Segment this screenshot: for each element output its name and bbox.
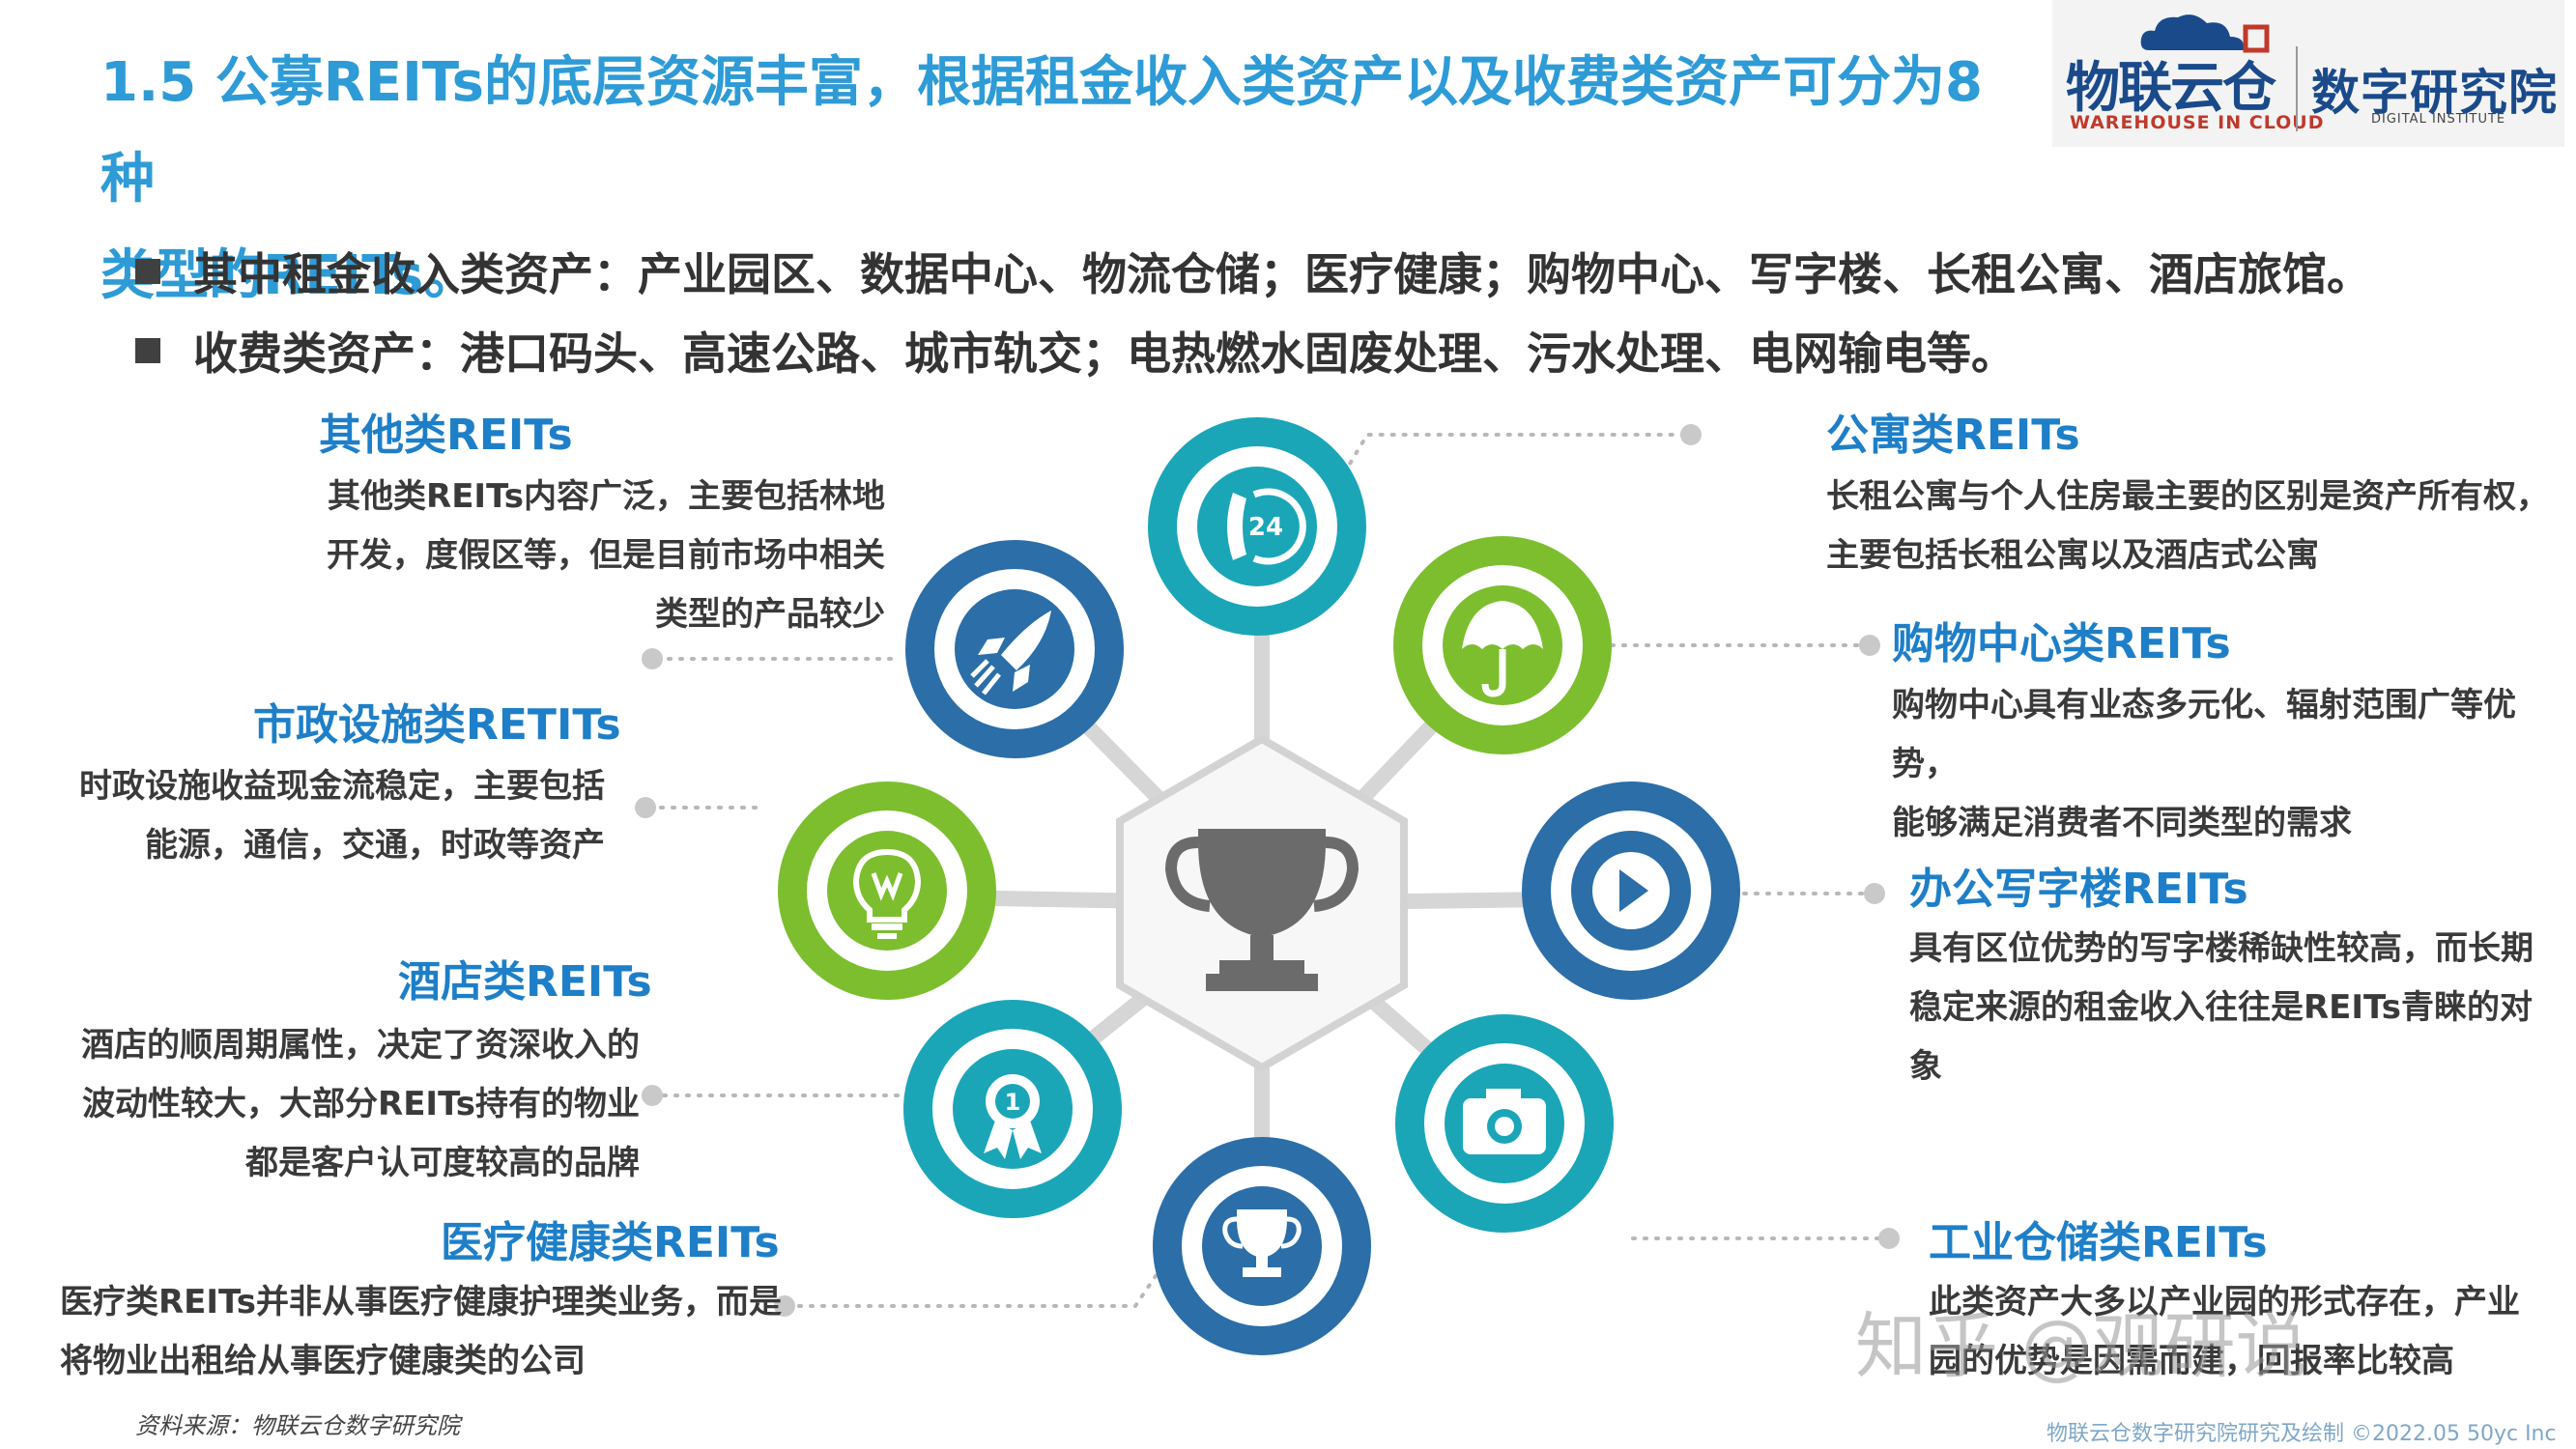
desc-line: 稳定来源的租金收入往往是REITs青睐的对 [1909,988,2533,1027]
lightbulb-icon [852,848,922,939]
desc-line: 波动性较大，大部分REITs持有的物业 [82,1085,640,1123]
desc-line: 长租公寓与个人住房最主要的区别是资产所有权， [1826,477,2549,516]
trophy-cup-icon [1222,1209,1302,1277]
desc-hotel-reits: 酒店的顺周期属性，决定了资深收入的 波动性较大，大部分REITs持有的物业 都是… [58,1016,640,1193]
desc-line: 能源，通信，交通，时政等资产 [145,826,605,865]
cloud-logo-icon [2140,14,2270,53]
node-top: 24 [1148,417,1366,636]
heading-office-reits: 办公写字楼REITs [1909,865,2248,914]
heading-apartment-reits: 公寓类REITs [1826,411,2080,460]
title-line-1: 1.5 公募REITs的底层资源丰富，根据租金收入类资产以及收费类资产可分为8种 [100,51,1983,211]
square-bullet-icon [135,338,160,363]
page-title: 1.5 公募REITs的底层资源丰富，根据租金收入类资产以及收费类资产可分为8种… [100,35,2033,325]
node-bottom-right [1395,1014,1614,1233]
desc-municipal-reits: 时政设施收益现金流稳定，主要包括 能源，通信，交通，时政等资产 [58,757,605,875]
desc-line: 医疗类REITs并非从事医疗健康护理类业务，而是 [60,1283,782,1321]
svg-text:1: 1 [1005,1089,1021,1116]
node-bottom [1153,1137,1371,1355]
logo-institute-en: DIGITAL INSTITUTE [2371,112,2506,127]
bullet-text: 其中租金收入类资产：产业园区、数据中心、物流仓储；医疗健康；购物中心、写字楼、长… [193,248,2371,300]
heading-medical-reits: 医疗健康类REITs [441,1218,780,1267]
square-bullet-icon [135,259,160,284]
desc-line: 将物业出租给从事医疗健康类的公司 [60,1342,586,1380]
node-left [778,781,996,1000]
leader-dots [635,424,1900,1317]
logo-institute: 数字研究院 [2311,65,2558,121]
heading-industrial-reits: 工业仓储类REITs [1929,1218,2268,1267]
desc-line: 时政设施收益现金流稳定，主要包括 [79,767,605,806]
bullet-item: 其中租金收入类资产：产业园区、数据中心、物流仓储；医疗健康；购物中心、写字楼、长… [135,232,2551,311]
desc-line: 都是客户认可度较高的品牌 [245,1144,640,1182]
watermark: 知乎 @观研说 [1855,1305,2307,1388]
bullet-list: 其中租金收入类资产：产业园区、数据中心、物流仓储；医疗健康；购物中心、写字楼、长… [135,232,2551,390]
title-line-2: 类型的REITs。 [100,244,478,307]
desc-office-reits: 具有区位优势的写字楼稀缺性较高，而长期 稳定来源的租金收入往往是REITs青睐的… [1909,920,2557,1096]
desc-line: 主要包括长租公寓以及酒店式公寓 [1826,536,2319,575]
desc-medical-reits: 医疗类REITs并非从事医疗健康护理类业务，而是 将物业出租给从事医疗健康类的公… [60,1273,794,1391]
leader-lines [647,433,1891,1308]
desc-line: 能够满足消费者不同类型的需求 [1892,804,2352,842]
desc-line: 开发，度假区等，但是目前市场中相关 [327,536,885,575]
bullet-text: 收费类资产：港口码头、高速公路、城市轨交；电热燃水固废处理、污水处理、电网输电等… [193,327,2016,380]
bullet-item: 收费类资产：港口码头、高速公路、城市轨交；电热燃水固废处理、污水处理、电网输电等… [135,311,2551,390]
heading-other-reits: 其他类REITs [319,411,573,460]
desc-line: 园的优势是因需而建，回报率比较高 [1929,1342,2454,1380]
logo-brand: 物联云仓 [2066,57,2276,120]
camera-icon [1463,1089,1546,1154]
desc-line: 象 [1909,1047,1942,1086]
desc-line: 购物中心具有业态多元化、辐射范围广等优势， [1892,686,2516,783]
desc-industrial-reits: 此类资产大多以产业园的形式存在，产业 园的优势是因需而建，回报率比较高 [1929,1273,2547,1391]
play-icon [1592,852,1670,929]
desc-apartment-reits: 长租公寓与个人住房最主要的区别是资产所有权， 主要包括长租公寓以及酒店式公寓 [1826,468,2561,585]
desc-line: 具有区位优势的写字楼稀缺性较高，而长期 [1909,929,2533,968]
node-top-left [905,540,1124,758]
desc-shopping-reits: 购物中心具有业态多元化、辐射范围广等优势， 能够满足消费者不同类型的需求 [1892,676,2568,853]
node-bottom-left: 1 [903,1000,1122,1218]
desc-line: 此类资产大多以产业园的形式存在，产业 [1929,1283,2520,1321]
trophy-icon [1164,829,1360,991]
desc-line: 酒店的顺周期属性，决定了资深收入的 [81,1026,640,1065]
umbrella-icon [1462,601,1543,697]
heading-shopping-reits: 购物中心类REITs [1892,619,2231,668]
footer-copyright: 物联云仓数字研究院研究及绘制 ©2022.05 50yc Inc [2046,1422,2557,1446]
medal-icon: 1 [984,1074,1042,1159]
rocket-icon [970,611,1051,696]
node-right [1522,781,1740,1000]
node-top-right [1393,536,1612,754]
logo-brand-en: WAREHOUSE IN CLOUD [2070,112,2325,133]
svg-text:24: 24 [1248,513,1283,542]
phone-24-icon: 24 [1227,488,1306,565]
heading-municipal-reits: 市政设施类RETITs [253,700,621,750]
logo-divider [2296,46,2298,131]
desc-other-reits: 其他类REITs内容广泛，主要包括林地 开发，度假区等，但是目前市场中相关 类型… [193,468,885,644]
source-note: 资料来源：物联云仓数字研究院 [135,1412,460,1439]
heading-hotel-reits: 酒店类REITs [398,957,652,1007]
desc-line: 其他类REITs内容广泛，主要包括林地 [328,477,885,516]
logo: 物联云仓 WAREHOUSE IN CLOUD 数字研究院 DIGITAL IN… [2052,0,2564,147]
desc-line: 类型的产品较少 [655,595,885,634]
